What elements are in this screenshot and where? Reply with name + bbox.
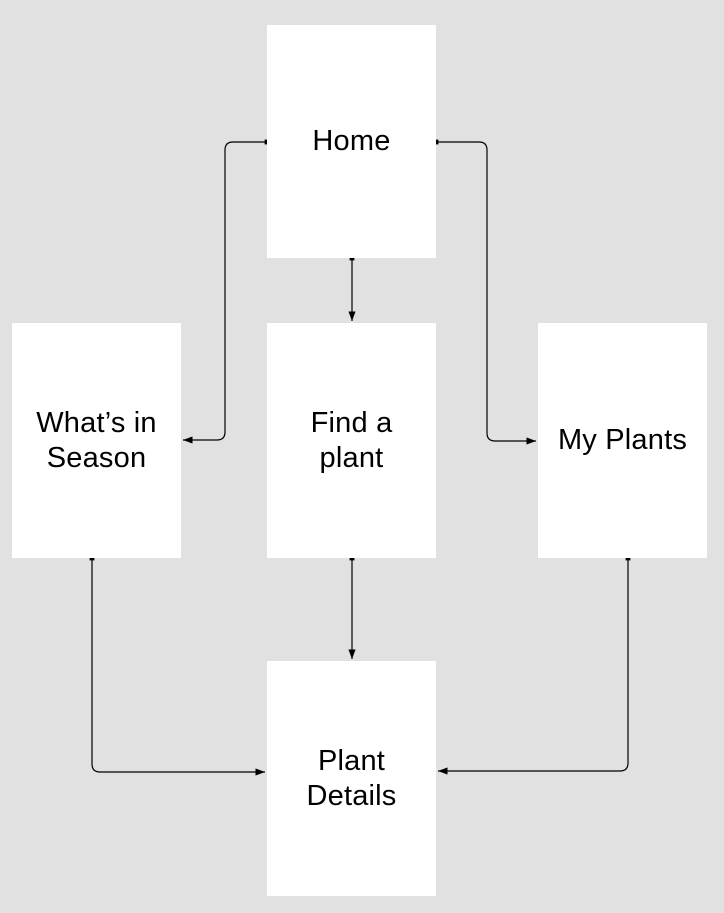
- edge-home-to-my-plants: [433, 139, 536, 445]
- node-home[interactable]: Home: [267, 25, 436, 258]
- node-label: My Plants: [557, 424, 688, 456]
- node-plant-details[interactable]: Plant Details: [267, 661, 436, 896]
- node-label: Home: [312, 125, 391, 157]
- edge-home-to-whats-in-season: [183, 139, 270, 444]
- node-label: What’s in Season: [36, 406, 157, 474]
- node-find-a-plant[interactable]: Find a plant: [267, 323, 436, 558]
- node-whats-in-season[interactable]: What’s in Season: [12, 323, 181, 558]
- node-label: Find a plant: [310, 406, 393, 474]
- node-my-plants[interactable]: My Plants: [538, 323, 707, 558]
- edge-my-plants-to-plant-details: [438, 555, 631, 775]
- edge-whats-in-season-to-plant-details: [89, 555, 265, 776]
- node-label: Plant Details: [306, 744, 397, 812]
